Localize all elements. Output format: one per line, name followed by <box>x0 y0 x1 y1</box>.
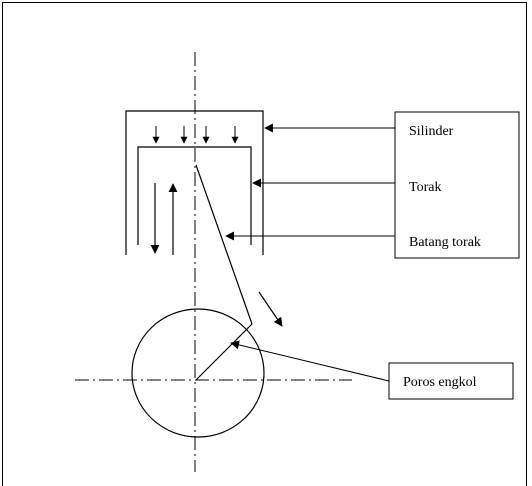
silinder-label: Silinder <box>409 124 454 139</box>
torak-label: Torak <box>409 180 441 195</box>
piston <box>137 146 252 245</box>
crank-arm <box>195 323 253 381</box>
pressure-arrows <box>152 126 239 144</box>
batang-torak-label: Batang torak <box>409 235 481 250</box>
label-box-upper <box>394 111 520 259</box>
poros-engkol-label: Poros engkol <box>403 375 477 390</box>
rotation-arrow <box>258 291 283 327</box>
poros-engkol-leader-arrow <box>230 340 390 382</box>
crankshaft-circle <box>131 308 265 438</box>
connecting-rod <box>195 164 253 325</box>
